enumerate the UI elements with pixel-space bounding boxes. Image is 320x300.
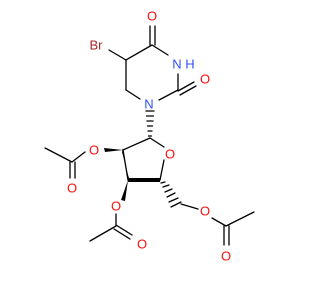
atom-o-2p-carbonyl: O bbox=[67, 181, 77, 196]
wedge-c2p-c3p bbox=[122, 148, 130, 182]
acetyl-5p bbox=[180, 203, 255, 246]
bond-ccarbonyl-methyl-3p bbox=[89, 225, 117, 242]
pyrimidine-ring bbox=[108, 25, 197, 101]
molecule-structure-diagram: Br O N H O N O O O O O O O bbox=[44, 9, 255, 264]
bond-c2-o-double-a bbox=[177, 81, 195, 92]
bond-o2p-ccarbonyl bbox=[71, 151, 86, 163]
atom-o-3p-carbonyl: O bbox=[137, 237, 147, 252]
wedge-c3p-c4p bbox=[128, 178, 160, 182]
atom-n1: N bbox=[144, 97, 153, 112]
atom-o-c4: O bbox=[147, 9, 157, 24]
bond-ccarbonyl-methyl-5p bbox=[225, 211, 255, 227]
atom-o-5p: O bbox=[200, 204, 210, 219]
wedge-c3p-o bbox=[121, 180, 128, 201]
bond-n1-c6 bbox=[125, 89, 141, 100]
bond-c5-c4 bbox=[125, 44, 153, 61]
bond-o4p-c4p bbox=[159, 159, 165, 181]
bond-c1p-o4p bbox=[149, 137, 165, 148]
atom-o-5p-carbonyl: O bbox=[221, 249, 231, 264]
bond-ccarbonyl-methyl-2p bbox=[44, 147, 73, 163]
atom-labels: Br O N H O N O O O O O O O bbox=[67, 9, 231, 264]
bond-ccarbonyl-o-double-3p-b bbox=[113, 228, 131, 240]
glycosidic-hash-bond bbox=[145, 110, 155, 137]
bond-c2p-c1p bbox=[122, 137, 151, 151]
acetyl-2p bbox=[44, 147, 86, 179]
atom-h3: H bbox=[185, 57, 194, 72]
bond-c2-o-double-b bbox=[179, 85, 197, 96]
wedge-c2p-o bbox=[104, 148, 123, 152]
bond-c4-n3 bbox=[151, 44, 169, 56]
bond-c5p-o5p bbox=[180, 203, 199, 210]
bond-o5p-ccarbonyl bbox=[211, 217, 227, 227]
c4p-c5p-hash-bond bbox=[160, 181, 182, 208]
atom-o-2p: O bbox=[89, 143, 99, 158]
bond-ccarbonyl-o-double-3p-a bbox=[115, 224, 133, 236]
atom-n3: N bbox=[172, 57, 181, 72]
acetyl-3p bbox=[89, 213, 133, 242]
atom-o-c2: O bbox=[200, 72, 210, 87]
atom-o-3p: O bbox=[111, 199, 121, 214]
atom-br: Br bbox=[90, 38, 104, 53]
atom-o-ring: O bbox=[165, 147, 175, 162]
bond-c5-br bbox=[108, 49, 127, 61]
bond-c2-n1 bbox=[158, 89, 179, 101]
ribose-ring bbox=[122, 137, 165, 181]
